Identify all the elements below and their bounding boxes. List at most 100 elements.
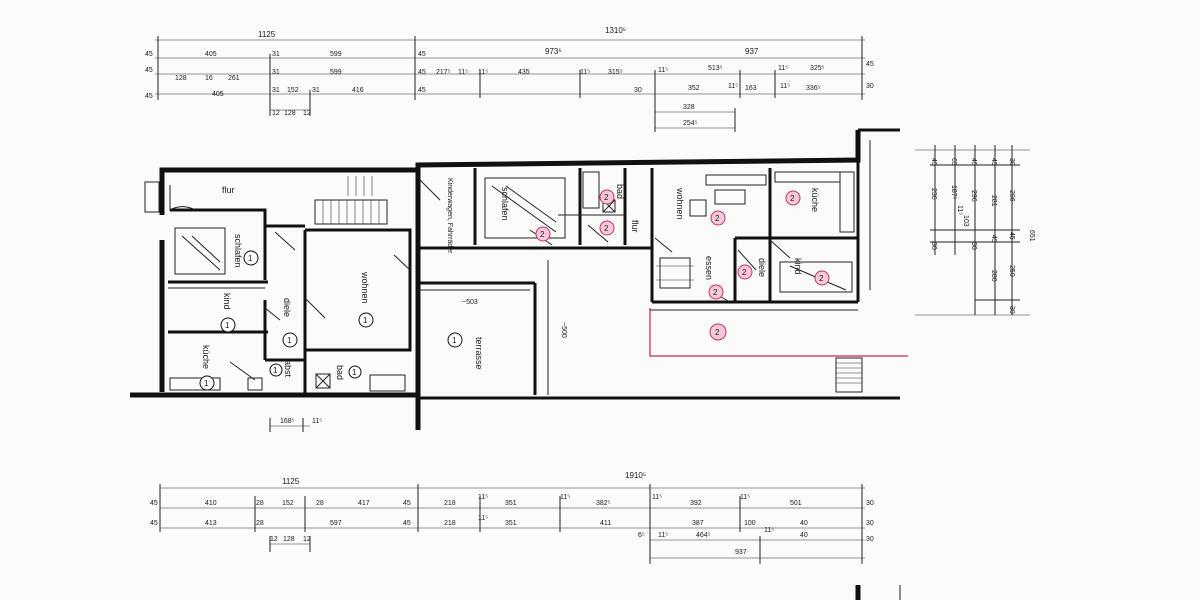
unit-num-2g: 2 [742,268,747,277]
dim-b2-2: 28 [256,520,264,527]
unit-marker-1c [199,375,215,391]
unit-marker-2f [785,190,801,206]
unit-marker-2b [599,189,615,205]
dim-b2-0: 45 [150,520,158,527]
dim-r3-0: 45 [145,93,153,100]
dim-b1-6: 45 [403,500,411,507]
dim-right-8: 103 [962,215,969,227]
dim-b1-7: 218 [444,500,456,507]
dim-r3-7: 30 [634,87,642,94]
room-wohnen-1: wohnen [360,271,370,304]
dim-top-1125: 1125 [258,30,276,39]
dim-r3-13: 30 [866,83,874,90]
dim-b1-5: 417 [358,500,370,507]
dim-sub-a-0: 12 [272,110,280,117]
stair-2 [835,357,863,393]
dim-b2-12: 30 [866,520,874,527]
kitchen-counter-1 [169,377,221,391]
dim-top-total: 1310⁵ [605,26,626,35]
dim-b1-12: 11⁵ [652,494,662,501]
room-flur-2: flur [630,220,640,233]
unit-num-1c: 1 [204,379,209,388]
dim-b1-11: 382⁵ [596,500,611,507]
dim-r3-3: 152 [287,87,299,94]
dim-r1-2: 31 [272,51,280,58]
unit-num-2f: 2 [790,194,795,203]
dim-r1-3: 599 [330,51,342,58]
unit-num-2h: 2 [819,274,824,283]
dim-b3-3: 6⁵ [638,532,645,539]
dim-right-17: 30 [970,242,977,250]
dim-r3-11: 11⁵ [780,83,790,90]
unit-marker-2i [709,323,727,341]
dim-b2-10: 100 [744,520,756,527]
dim-r1-0: 45 [145,51,153,58]
dim-top-973: 973⁵ [545,47,562,56]
rooms-apartment-1: flur schlafen 1 kind 1 küche 1 diele 1 a… [199,185,567,391]
dim-r1-1: 405 [205,51,217,58]
dim-r3-2: 31 [272,87,280,94]
dim-b1-4: 28 [316,500,324,507]
dim-r2-0: 45 [145,67,153,74]
room-essen-2: essen [704,256,714,280]
top-dimension-chains: 1125 1310⁵ 973⁵ 937 45 405 31 599 45 45 … [145,26,874,132]
unit-num-2e: 2 [713,288,718,297]
dim-right-6: 187⁵ [950,185,957,200]
stove-1 [247,377,263,391]
dim-b1-9: 351 [505,500,517,507]
dim-sub-b-1: 254⁵ [683,120,698,127]
unit-marker-1a [243,250,259,266]
room-bad-1: bad [335,365,345,380]
terrace-depth: ~500 [560,322,567,338]
room-schlafen-2: schlafen [500,187,510,221]
dim-r2-8: 11⁵ [458,69,468,76]
room-terrasse-1: terrasse [474,337,484,370]
bathtub-2 [582,171,600,209]
dim-r2-6: 45 [418,69,426,76]
dim-b2-11: 40 [800,520,808,527]
dim-right-18: 30 [1008,306,1015,314]
dim-r3-8: 352 [688,85,700,92]
wc-box-1 [315,373,331,389]
dim-right-13: 45 [1008,232,1015,240]
dim-b1-14: 11⁵ [740,494,750,501]
dim-b1-2: 28 [256,500,264,507]
dim-sub-b-0: 328 [683,104,695,111]
kitchen-counter-2b [774,171,841,183]
unit-num-2c: 2 [604,224,609,233]
sheet-corner-mark [855,585,901,600]
room-bad-2: bad [615,184,625,199]
unit-marker-2c [599,220,615,236]
unit-num-1g: 1 [352,368,357,377]
dim-right-7: 11⁵ [956,205,963,215]
dim-r2-12: 315⁵ [608,69,623,76]
dim-r2-4: 31 [272,69,280,76]
dim-right-5: 236 [930,188,937,200]
kitchen-counter-2 [839,171,855,233]
room-flur-1: flur [222,185,235,195]
dim-b2-6: 11⁵ [478,515,488,522]
room-kinderwagen: Kinderwagen, Fahrräder [446,178,453,254]
unit-num-1f: 1 [363,316,368,325]
unit-marker-1f [358,312,374,328]
dim-right-1: 65 [950,158,957,166]
dim-r1-4: 45 [418,51,426,58]
bed-schlafen-1 [174,227,226,275]
unit-marker-1e [269,363,283,377]
dim-right-16: 30 [930,242,937,250]
dim-r2-17: 45 [866,61,874,68]
plan-sub-dim: 168⁵ 11⁵ [269,418,322,432]
dim-b1-10: 11⁵ [560,494,570,501]
dim-b3-6: 11⁵ [764,527,774,534]
dim-b2-3: 597 [330,520,342,527]
entry-stoop [144,181,160,213]
dim-right-10: 281 [990,195,997,207]
dim-right-3: 45 [990,158,997,166]
dim-r2-7: 217⁵ [436,69,451,76]
dim-b1-3: 152 [282,500,294,507]
dim-bottom-937: 937 [735,549,747,556]
dim-right-4: 30 [1008,158,1015,166]
dim-right-2: 45 [970,158,977,166]
